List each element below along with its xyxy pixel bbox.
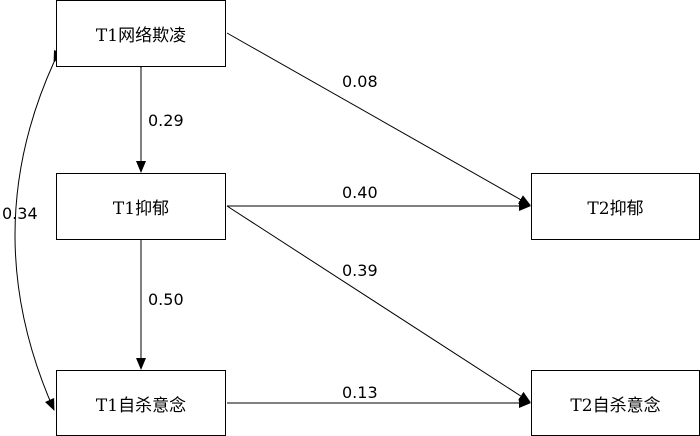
node-t2-depression: T2抑郁 (531, 173, 700, 240)
path-arrow-bullying-to-t2-depression (226, 32, 531, 206)
coef-corr-bullying-suicidal: 0.34 (2, 204, 38, 223)
node-t1-suicidal-ideation-label: T1自杀意念 (95, 395, 187, 416)
coef-corr-depression-suicidal: 0.50 (148, 290, 184, 309)
coef-t1-dep-to-t2-dep: 0.40 (342, 183, 378, 202)
node-t2-depression-label: T2抑郁 (587, 199, 644, 219)
coef-bullying-to-t2-depression: 0.08 (342, 72, 378, 91)
node-t2-suicidal-ideation: T2自杀意念 (531, 370, 700, 436)
node-t1-cyberbullying: T1网络欺凌 (56, 0, 226, 67)
path-arrow-t1-dep-to-t2-suicidal (226, 205, 531, 403)
coef-t1-suicidal-to-t2-suicidal: 0.13 (342, 383, 378, 402)
node-t1-cyberbullying-label: T1网络欺凌 (95, 26, 187, 46)
corr-arc-bullying-suicidal (14, 49, 64, 411)
coef-corr-bullying-depression: 0.29 (148, 111, 184, 130)
coef-t1-dep-to-t2-suicidal: 0.39 (342, 261, 378, 280)
node-t1-suicidal-ideation: T1自杀意念 (56, 370, 226, 436)
node-t2-suicidal-ideation-label: T2自杀意念 (570, 395, 661, 416)
node-t1-depression-label: T1抑郁 (112, 199, 170, 219)
node-t1-depression: T1抑郁 (56, 173, 226, 240)
